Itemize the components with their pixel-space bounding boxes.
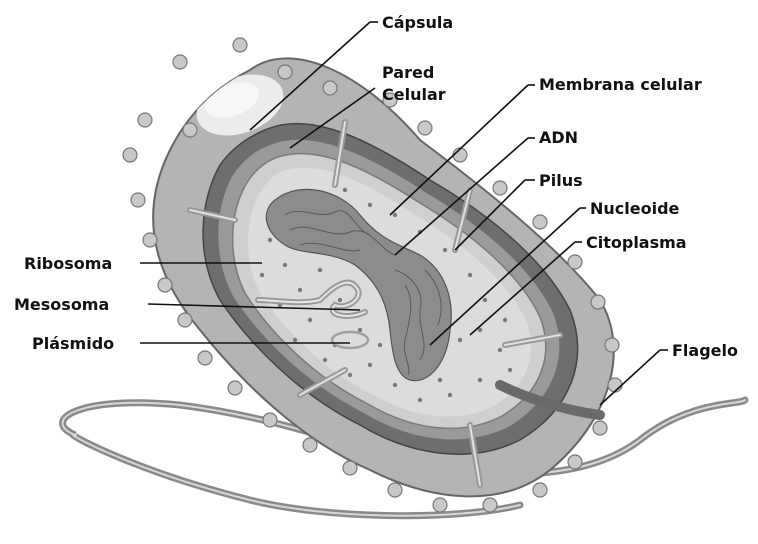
label-pared-line2: Celular <box>382 85 446 104</box>
label-ribosoma: Ribosoma <box>24 254 112 273</box>
label-membrana-celular: Membrana celular <box>539 75 702 94</box>
label-capsula: Cápsula <box>382 13 453 32</box>
label-citoplasma: Citoplasma <box>586 233 687 252</box>
label-mesosoma: Mesosoma <box>14 295 109 314</box>
label-plasmido: Plásmido <box>32 334 114 353</box>
label-adn: ADN <box>539 128 578 147</box>
label-nucleoide: Nucleoide <box>590 199 680 218</box>
label-pared-line1: Pared <box>382 63 434 82</box>
label-flagelo: Flagelo <box>672 341 738 360</box>
label-pilus: Pilus <box>539 171 583 190</box>
